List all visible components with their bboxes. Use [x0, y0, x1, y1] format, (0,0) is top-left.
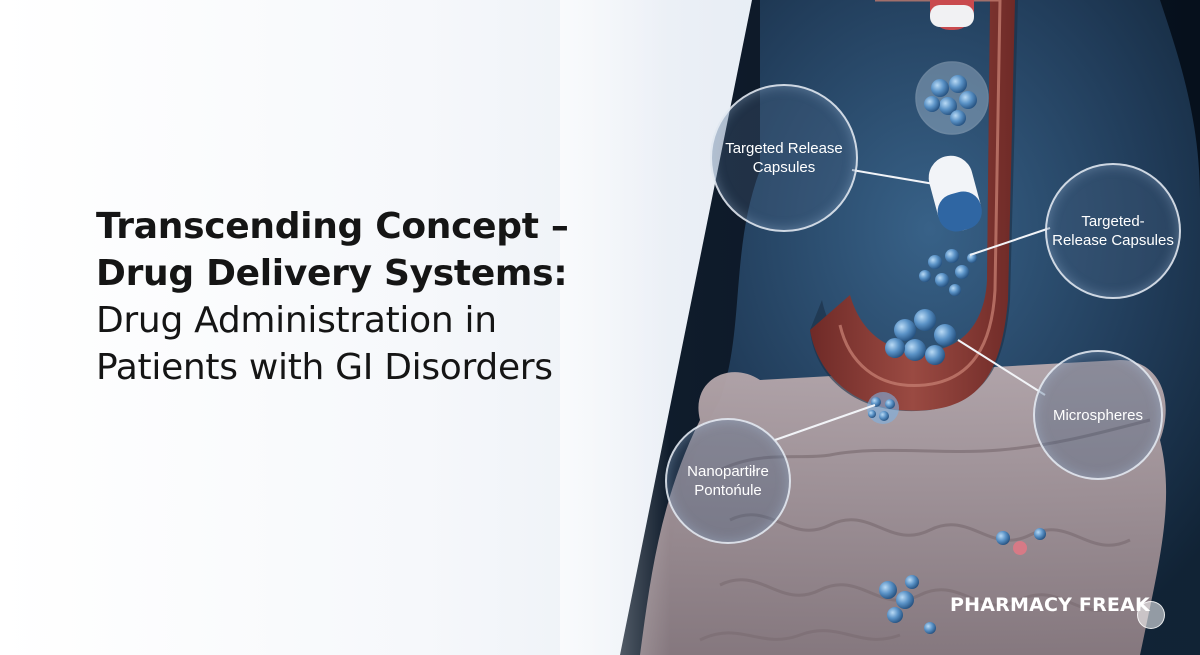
scattered-particles: [879, 528, 1046, 634]
brand-mark-icon: [1137, 601, 1165, 629]
nanoparticle-cluster: [867, 392, 899, 424]
callout-label: Pontońule: [694, 482, 762, 499]
microsphere-cluster-top: [915, 61, 989, 135]
callout-label: Targeted Release: [725, 140, 843, 157]
callout-label: Microspheres: [1052, 406, 1144, 424]
callout-targeted-release-capsules-right: Targeted- Release Capsules: [1045, 163, 1181, 299]
callout-nanoparticle: Nanopartiłre Pontońule: [665, 418, 791, 544]
capsule-blue: [928, 155, 982, 232]
callout-connectors: [774, 169, 1051, 441]
brand-logo-text: PHARMACY FREAK: [950, 594, 1150, 616]
capsule-top: [930, 0, 974, 30]
particle-cluster-mid: [919, 249, 977, 296]
callout-targeted-release-capsules-left: Targeted Release Capsules: [710, 84, 858, 232]
title-line-2: Drug Delivery Systems:: [96, 253, 568, 294]
page-title: Transcending Concept – Drug Delivery Sys…: [96, 203, 616, 391]
callout-label: Release Capsules: [1052, 232, 1174, 249]
title-line-1: Transcending Concept –: [96, 206, 569, 247]
callout-label: Nanopartiłre: [687, 463, 769, 480]
intestines: [640, 360, 1167, 655]
callout-microspheres: Microspheres: [1033, 350, 1163, 480]
title-line-4: Patients with GI Disorders: [96, 347, 553, 388]
microsphere-cluster-lower: [885, 309, 956, 365]
callout-label: Targeted-: [1081, 213, 1145, 230]
esophagus-tube: [810, 0, 1018, 412]
title-line-3: Drug Administration in: [96, 300, 497, 341]
callout-label: Capsules: [752, 159, 816, 176]
